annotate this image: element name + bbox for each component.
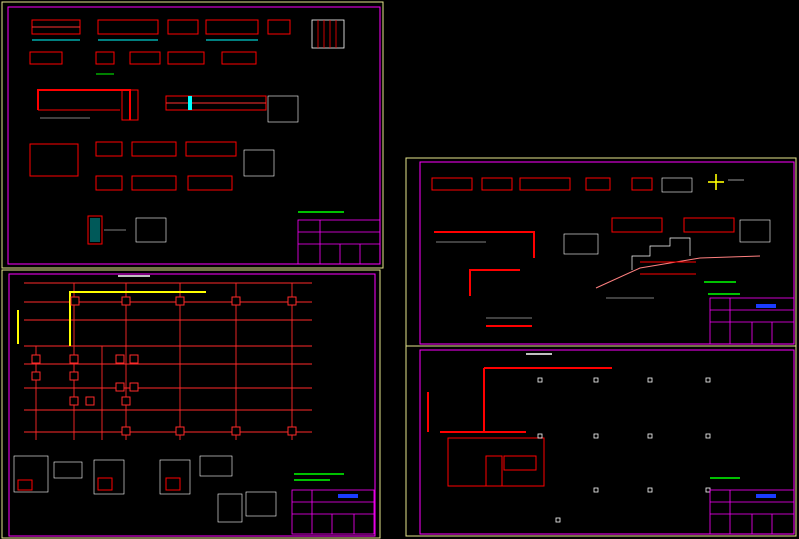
beam-section-row-3 (29, 141, 275, 191)
title-block-1 (297, 219, 381, 265)
sheet-beam-details-1 (1, 1, 384, 269)
slab-column-markers (537, 377, 711, 523)
grade-beam-outline (69, 291, 206, 346)
title-block-3 (709, 297, 795, 345)
continuous-beam-elevation-1 (37, 89, 139, 121)
beam-section-row-4 (431, 177, 693, 193)
footing-details (13, 455, 277, 523)
footing-markers (31, 296, 297, 436)
bent-bar-detail (708, 174, 724, 190)
beam-section-row-2 (29, 51, 257, 75)
beam-section-row-1 (31, 19, 291, 41)
title-block-4 (709, 489, 795, 535)
sheet-foundation-plan (1, 269, 381, 539)
beam-elevation-2 (165, 95, 299, 123)
continuous-beam-elevation-3 (434, 217, 735, 327)
foundation-grid (24, 282, 312, 440)
rebar-schedule-table-1 (311, 19, 345, 49)
column-detail-1 (87, 215, 167, 245)
sheet-slab-plan (405, 345, 797, 537)
stair-section (595, 237, 761, 299)
slab-outline (427, 367, 612, 487)
title-block-2 (291, 489, 375, 535)
sheet-beam-details-2 (405, 157, 797, 347)
